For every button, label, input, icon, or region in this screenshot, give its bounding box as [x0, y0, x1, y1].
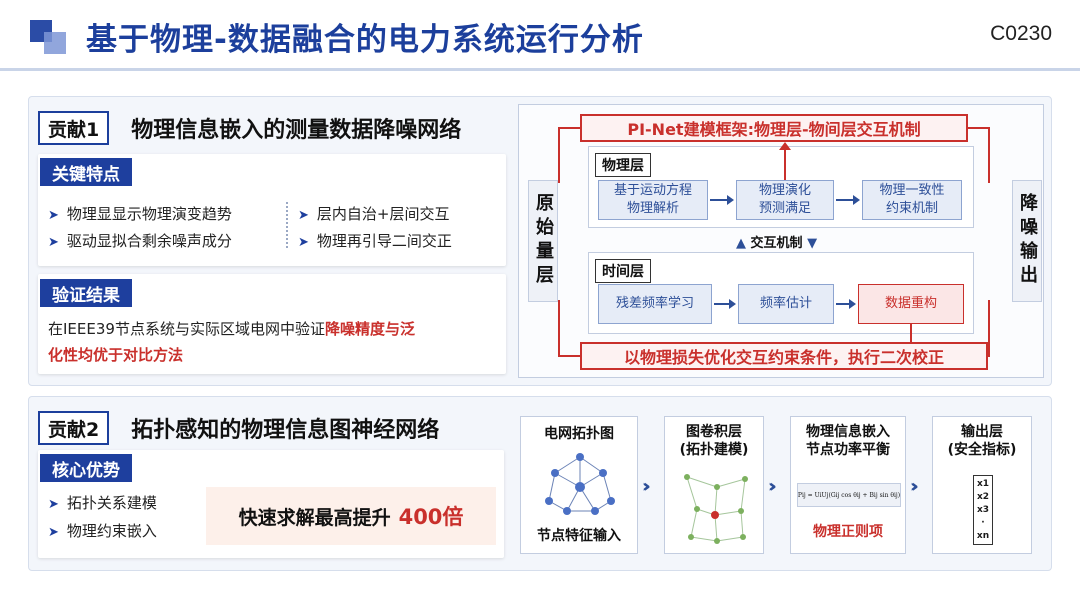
- feature-item: ➤驱动显拟合剩余噪声成分: [48, 232, 232, 250]
- time-box: 残差频率学习: [598, 284, 712, 324]
- features-tag: 关键特点: [40, 158, 132, 186]
- double-chevron-icon: ››: [768, 476, 777, 497]
- raw-input-column: 原始量层: [528, 180, 558, 302]
- validation-tag: 验证结果: [40, 279, 132, 307]
- reconstruction-box: 数据重构: [858, 284, 964, 324]
- connector-line: [988, 127, 990, 183]
- graph-topology-icon: [545, 453, 615, 515]
- up-arrow-icon: [779, 142, 791, 150]
- framework-bottom-banner: 以物理损失优化交互约束条件，执行二次校正: [580, 342, 988, 370]
- double-chevron-icon: ››: [642, 476, 651, 497]
- feature-item: ➤物理显显示物理演变趋势: [48, 205, 232, 223]
- feature-item: ➤物理再引导二间交正: [298, 232, 452, 250]
- physics-layer-label: 物理层: [595, 153, 651, 177]
- time-box: 频率估计: [738, 284, 834, 324]
- validation-text: 在IEEE39节点系统与实际区域电网中验证降噪精度与泛化性均优于对比方法: [48, 320, 415, 364]
- stage-topology: 电网拓扑图 节点特征输入: [520, 416, 638, 554]
- header: 基于物理-数据融合的电力系统运行分析 C0230: [0, 0, 1080, 72]
- contribution-2-label: 贡献2: [38, 411, 110, 445]
- advantage-item: ➤物理约束嵌入: [48, 522, 157, 540]
- contribution-2-heading: 贡献2 拓扑感知的物理信息图神经网络: [38, 410, 439, 446]
- power-balance-formula: Pij = UiUj(Gij cos θij + Bij sin θij): [797, 483, 901, 507]
- gcn-graph-icon: [684, 474, 748, 544]
- slide-code: C0230: [990, 22, 1052, 45]
- stage-topology-caption: 节点特征输入: [537, 528, 621, 544]
- flow-arrow: [836, 195, 860, 205]
- flow-arrow: [714, 299, 736, 309]
- connector-line: [988, 300, 990, 356]
- page-title: 基于物理-数据融合的电力系统运行分析: [86, 22, 644, 58]
- time-layer-label: 时间层: [595, 259, 651, 283]
- stage-physics: 物理信息嵌入 节点功率平衡 Pij = UiUj(Gij cos θij + B…: [790, 416, 906, 554]
- stage-topology-title: 电网拓扑图: [544, 426, 614, 442]
- contribution-1-heading: 贡献1 物理信息嵌入的测量数据降噪网络: [38, 110, 461, 146]
- stage-physics-title: 物理信息嵌入 节点功率平衡: [806, 424, 890, 458]
- connector-line: [784, 146, 786, 180]
- advantage-tag: 核心优势: [40, 454, 132, 482]
- connector-line: [558, 300, 560, 356]
- advantage-item: ➤拓扑关系建模: [48, 494, 157, 512]
- flow-arrow: [710, 195, 734, 205]
- framework-top-banner: PI-Net建模框架:物理层-物间层交互机制: [580, 114, 968, 142]
- connector-line: [910, 324, 912, 342]
- stage-gcn-title: 图卷积层 (拓扑建模): [679, 424, 749, 458]
- logo-icon: [30, 20, 70, 54]
- flow-arrow: [836, 299, 856, 309]
- physics-box: 物理演化 预测满足: [736, 180, 834, 220]
- physics-box: 基于运动方程 物理解析: [598, 180, 708, 220]
- connector-line: [558, 127, 580, 129]
- double-chevron-icon: ››: [910, 476, 919, 497]
- contribution-1-label: 贡献1: [38, 111, 110, 145]
- connector-line: [968, 127, 990, 129]
- feature-divider: [286, 202, 288, 248]
- stage-physics-caption: 物理正则项: [813, 524, 883, 540]
- interaction-label: ▲ 交互机制 ▼: [736, 236, 818, 251]
- feature-item: ➤层内自治+层间交互: [298, 205, 450, 223]
- connector-line: [558, 355, 580, 357]
- header-divider: [0, 68, 1080, 71]
- contribution-1-title: 物理信息嵌入的测量数据降噪网络: [131, 118, 462, 143]
- denoised-output-column: 降噪输出: [1012, 180, 1042, 302]
- stage-gcn: 图卷积层 (拓扑建模): [664, 416, 764, 554]
- contribution-2-title: 拓扑感知的物理信息图神经网络: [131, 418, 440, 443]
- physics-box: 物理一致性 约束机制: [862, 180, 962, 220]
- connector-line: [558, 127, 560, 183]
- stage-output-title: 输出层 (安全指标): [947, 424, 1017, 458]
